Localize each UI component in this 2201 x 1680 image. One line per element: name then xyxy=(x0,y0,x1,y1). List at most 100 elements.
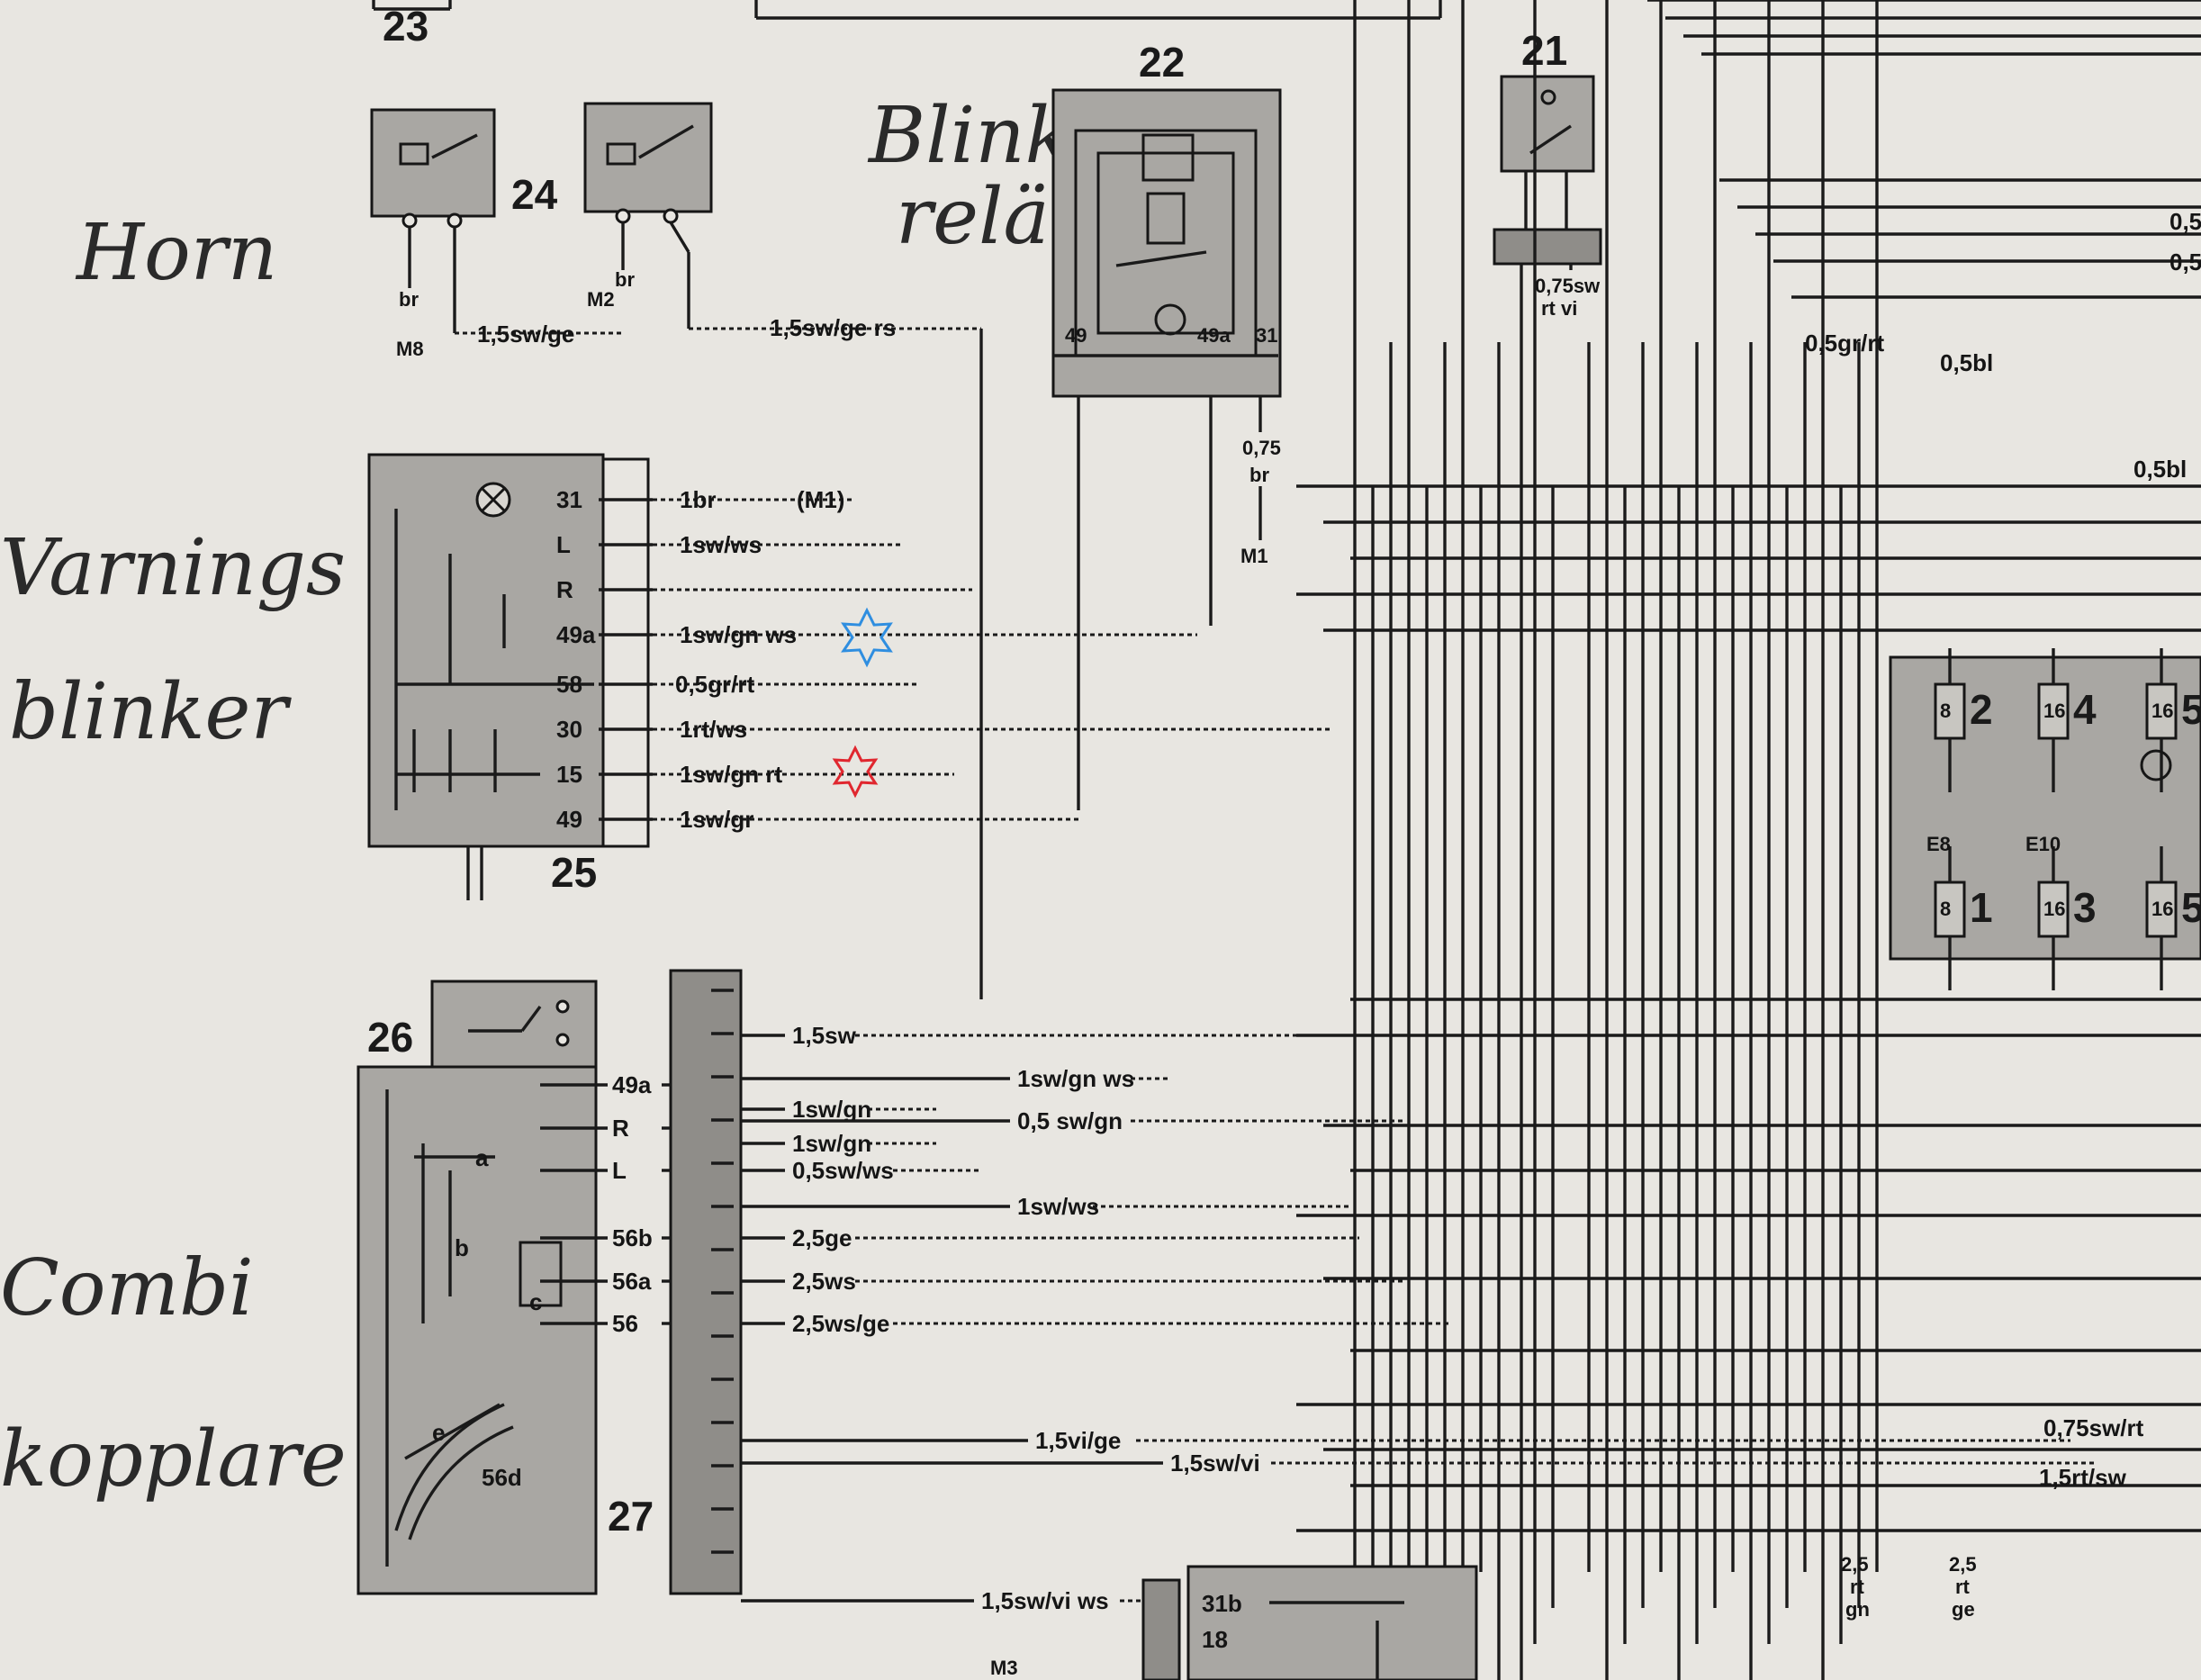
annotation-kopplare: kopplare xyxy=(0,1414,347,1504)
hazard-pin-49a: 49a xyxy=(556,621,596,648)
right-edge-wire-labels: 0,50,50,5gr/rt0,5bl0,5bl0,75sw/rt1,5rt/s… xyxy=(1805,208,2201,1491)
bottom-wire-25-a: 2,5 xyxy=(1841,1553,1869,1576)
hazard-pin-15: 15 xyxy=(556,761,582,788)
horn-relay-left xyxy=(370,108,496,218)
hazard-wire-label-0: 1br xyxy=(680,486,716,513)
combi-wire-label-11: 1,5sw/vi xyxy=(1170,1450,1260,1477)
combi-wire-label-12: 1,5sw/vi ws xyxy=(981,1587,1109,1614)
fuse-number-2: 5 xyxy=(2181,686,2201,733)
bottom-connector-18: 18 xyxy=(1202,1626,1228,1653)
combi-switch-body xyxy=(356,1065,598,1595)
combi-pin-56: 56 xyxy=(612,1310,638,1337)
hazard-pin-30: 30 xyxy=(556,716,582,743)
bottom-connector-housing xyxy=(1186,1565,1478,1680)
relay-22-pin-49: 49 xyxy=(1065,324,1087,347)
combi-wire-label-4: 1sw/gn xyxy=(792,1130,871,1157)
bottom-wire-gn: gn xyxy=(1845,1598,1870,1621)
component-25-label: 25 xyxy=(551,849,597,896)
combi-pin-56b: 56b xyxy=(612,1224,653,1251)
bottom-wire-ge: ge xyxy=(1952,1598,1975,1621)
combi-wire-label-10: 1,5vi/ge xyxy=(1035,1427,1121,1454)
bottom-wire-rt-a: rt xyxy=(1850,1576,1865,1598)
wire-horn-m2: M2 xyxy=(587,288,615,311)
combi-wire-label-9: 2,5ws/ge xyxy=(792,1310,889,1337)
hazard-switch-25: 25 xyxy=(367,453,650,900)
annotation-horn: Horn xyxy=(75,208,277,298)
hazard-pin-r: R xyxy=(556,576,573,603)
hazard-switch-housing xyxy=(367,453,605,848)
combi-label-56d: 56d xyxy=(482,1464,522,1491)
hazard-wire-label-5: 1rt/ws xyxy=(680,716,747,743)
component-21-label: 21 xyxy=(1521,27,1567,74)
component-26-label: 26 xyxy=(367,1014,413,1061)
combi-wire-label-5: 0,5sw/ws xyxy=(792,1157,894,1184)
combi-wire-label-0: 1,5sw xyxy=(792,1022,857,1049)
fuse-label-e8: E8 xyxy=(1926,833,1951,855)
annotation-combi: Combi xyxy=(0,1243,254,1333)
wire-horn-15swge-rs: 1,5sw/ge rs xyxy=(770,314,896,341)
hazard-wire-label-2: 1sw/ws xyxy=(680,531,762,558)
annotation-blink: Blink xyxy=(867,91,1072,181)
component-22-label: 22 xyxy=(1139,39,1185,86)
relay-21-wire-075sw: 0,75sw xyxy=(1535,275,1601,297)
annotation-varnings: Varnings xyxy=(0,523,346,613)
combi-wire-label-6: 1sw/ws xyxy=(1017,1193,1099,1220)
relay-22-wire-075: 0,75 xyxy=(1242,437,1281,459)
component-23: 23 xyxy=(372,0,452,50)
bottom-wire-rt-b: rt xyxy=(1955,1576,1971,1598)
hazard-pin-l: L xyxy=(556,531,571,558)
blue-star-marker xyxy=(841,607,893,668)
right-wire-label-2: 0,5gr/rt xyxy=(1805,330,1884,357)
combi-label-b: b xyxy=(455,1234,469,1261)
combi-wire-label-3: 0,5 sw/gn xyxy=(1017,1107,1123,1134)
combi-switch-upper xyxy=(430,980,598,1069)
wire-horn-br-1: br xyxy=(399,288,419,311)
relay-22-pin-31: 31 xyxy=(1256,324,1277,347)
wire-horn-m8: M8 xyxy=(396,338,424,360)
relay-22-wire-br: br xyxy=(1249,464,1269,486)
bottom-connector: 31b 18 xyxy=(1141,1565,1478,1680)
hazard-wire-label-7: 1sw/gr xyxy=(680,806,753,833)
combi-connector-27 xyxy=(669,969,743,1595)
bottom-wire-m3: M3 xyxy=(990,1657,1018,1679)
fuse-number-3: 1 xyxy=(1970,884,1993,931)
right-wire-label-0: 0,5 xyxy=(2169,208,2201,235)
fuse-number-0: 2 xyxy=(1970,686,1993,733)
wire-horn-15swge: 1,5sw/ge xyxy=(477,321,574,348)
horn-relay-24: 24 br M8 br M2 1,5sw/ge 1,5sw/ge rs xyxy=(370,102,983,999)
combi-wire-label-8: 2,5ws xyxy=(792,1268,856,1295)
right-wire-label-4: 0,5bl xyxy=(2133,456,2187,483)
combi-pin-l: L xyxy=(612,1157,627,1184)
wire-bus xyxy=(754,0,2201,1680)
fuse-number-5: 5 xyxy=(2181,884,2201,931)
combi-pin-56a: 56a xyxy=(612,1268,652,1295)
fuse-value-1: 16 xyxy=(2043,700,2065,722)
hazard-wire-label-1: (M1) xyxy=(797,486,844,513)
bottom-connector-31b: 31b xyxy=(1202,1590,1242,1617)
bottom-connector-pins xyxy=(1141,1578,1181,1680)
combi-label-a: a xyxy=(475,1144,489,1171)
horn-relay-right xyxy=(583,102,713,213)
hazard-wire-label-6: 1sw/gn rt xyxy=(680,761,782,788)
right-wire-label-6: 1,5rt/sw xyxy=(2039,1464,2127,1491)
wire-horn-br-2: br xyxy=(615,268,635,291)
relay-21-wire-rtvi: rt vi xyxy=(1541,297,1577,320)
component-24-label: 24 xyxy=(511,171,558,218)
combi-pin-r: R xyxy=(612,1115,629,1142)
combination-switch-26: 26 27 a b c e 56d xyxy=(356,969,743,1595)
combi-wire-label-2: 1sw/gn xyxy=(792,1096,871,1123)
fuse-value-4: 16 xyxy=(2043,898,2065,920)
component-23-label: 23 xyxy=(383,3,428,50)
hazard-pin-31: 31 xyxy=(556,486,582,513)
relay-22-wire-m1: M1 xyxy=(1240,545,1268,567)
right-wire-label-3: 0,5bl xyxy=(1940,349,1993,376)
fuse-value-2: 16 xyxy=(2151,700,2173,722)
flasher-relay-22: 22 49 49a 31 0,75 br M1 xyxy=(1051,39,1282,810)
combi-pin-49a: 49a xyxy=(612,1071,652,1098)
combi-label-c: c xyxy=(529,1288,542,1315)
